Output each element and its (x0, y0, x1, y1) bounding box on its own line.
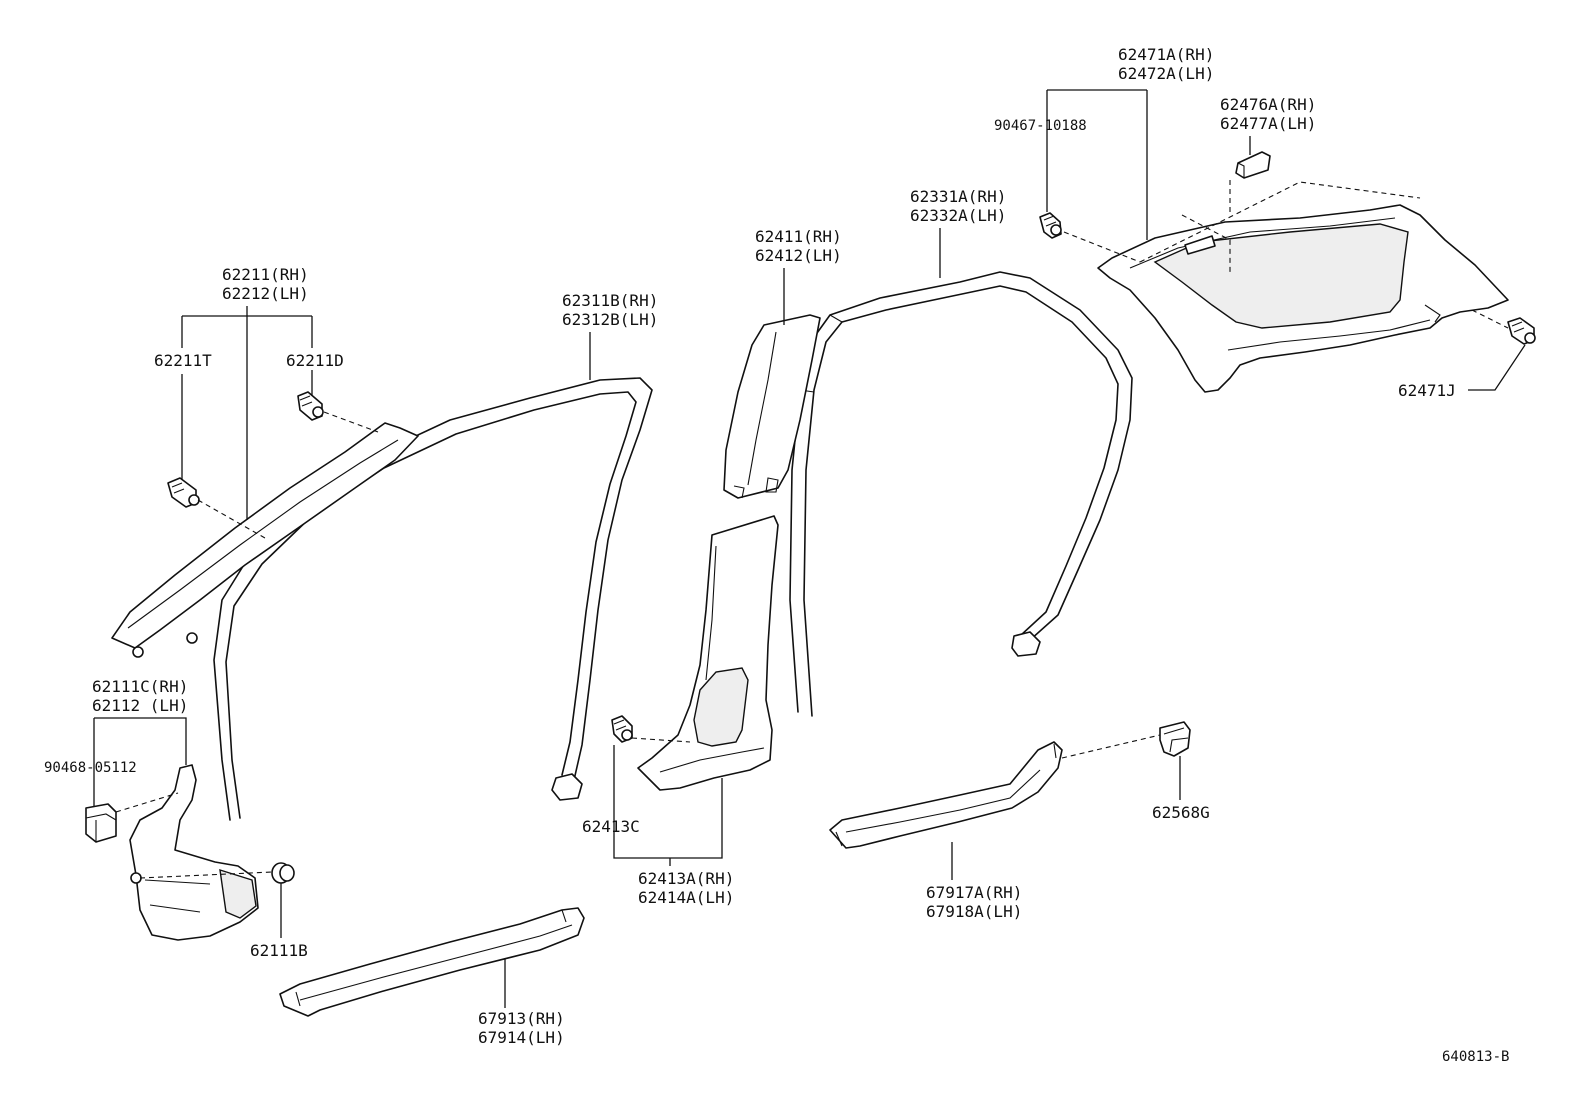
callout-62471J-line1: 62471J (1398, 381, 1456, 400)
callout-62311B-line2: 62312B(LH) (562, 310, 658, 329)
callout-62211D: 62211D (286, 351, 344, 370)
callout-90468-line1: 90468-05112 (44, 760, 137, 776)
clip-62568G (1159, 721, 1191, 757)
callout-62568G-line1: 62568G (1152, 803, 1210, 822)
callout-62413A-line2: 62414A(LH) (638, 888, 734, 907)
callout-62471A-line1: 62471A(RH) (1118, 45, 1214, 64)
rear-door-opening-weatherstrip (789, 271, 1133, 717)
callout-62211-line2: 62212(LH) (222, 284, 309, 303)
callout-62413A-line1: 62413A(RH) (638, 869, 734, 888)
callout-67913-line2: 67914(LH) (478, 1028, 565, 1047)
callout-62471A: 62471A(RH) 62472A(LH) (1118, 45, 1214, 83)
callout-62413C: 62413C (582, 817, 640, 836)
callout-62411-line2: 62412(LH) (755, 246, 842, 265)
callout-62411-line1: 62411(RH) (755, 227, 842, 246)
leader-62413A (613, 745, 723, 866)
clip-62211D (297, 391, 324, 421)
callout-62476A-line1: 62476A(RH) (1220, 95, 1316, 114)
callout-67917A-line2: 67918A(LH) (926, 902, 1022, 921)
leader-62471J (1468, 344, 1526, 391)
callout-62411: 62411(RH) 62412(LH) (755, 227, 842, 265)
clip-62111B (271, 862, 295, 884)
callout-67913: 67913(RH) 67914(LH) (478, 1009, 565, 1047)
callout-67913-line1: 67913(RH) (478, 1009, 565, 1028)
callout-62111C-line1: 62111C(RH) (92, 677, 188, 696)
callout-62331A: 62331A(RH) 62332A(LH) (910, 187, 1006, 225)
callout-90467-line1: 90467-10188 (994, 118, 1087, 134)
callout-62331A-line1: 62331A(RH) (910, 187, 1006, 206)
cowl-side-trim (129, 764, 259, 941)
callout-62111C: 62111C(RH) 62112 (LH) (92, 677, 188, 715)
callout-62111C-line2: 62112 (LH) (92, 696, 188, 715)
assembly-guide-lines (115, 180, 1509, 879)
callout-90467-10188: 90467-10188 (994, 118, 1087, 134)
callout-90468-05112: 90468-05112 (44, 760, 137, 776)
callout-62211-line1: 62211(RH) (222, 265, 309, 284)
leader-62211 (181, 306, 313, 520)
callout-62568G: 62568G (1152, 803, 1210, 822)
callout-62471A-line2: 62472A(LH) (1118, 64, 1214, 83)
clip-62476A (1235, 151, 1271, 179)
drawing-code: 640813-B (1442, 1049, 1509, 1065)
front-pillar-garnish (111, 422, 419, 658)
callout-67917A: 67917A(RH) 67918A(LH) (926, 883, 1022, 921)
callout-62471J: 62471J (1398, 381, 1456, 400)
rear-door-scuff-plate (829, 741, 1063, 849)
leader-62111C (93, 717, 187, 806)
callout-67917A-line1: 67917A(RH) (926, 883, 1022, 902)
roof-side-inner-trim-panel (1097, 204, 1509, 393)
front-door-opening-weatherstrip (213, 377, 653, 821)
callout-62111B-line1: 62111B (250, 941, 308, 960)
clip-90468-05112 (85, 803, 117, 843)
callout-62413C-line1: 62413C (582, 817, 640, 836)
clip-62211T (167, 477, 200, 508)
clip-90467-10188 (1039, 212, 1062, 239)
callout-62476A-line2: 62477A(LH) (1220, 114, 1316, 133)
callout-62111B: 62111B (250, 941, 308, 960)
lower-center-pillar-garnish (637, 515, 779, 791)
callout-62311B: 62311B(RH) 62312B(LH) (562, 291, 658, 329)
callout-62211T-line1: 62211T (154, 351, 212, 370)
callout-62211: 62211(RH) 62212(LH) (222, 265, 309, 303)
leader-62471A (1046, 89, 1148, 240)
callout-62211D-line1: 62211D (286, 351, 344, 370)
callout-62476A: 62476A(RH) 62477A(LH) (1220, 95, 1316, 133)
clip-62471J (1507, 317, 1536, 345)
callout-62311B-line1: 62311B(RH) (562, 291, 658, 310)
callout-62413A: 62413A(RH) 62414A(LH) (638, 869, 734, 907)
callout-62331A-line2: 62332A(LH) (910, 206, 1006, 225)
clip-62413C (611, 715, 633, 743)
front-door-scuff-plate (279, 907, 585, 1017)
callout-62211T: 62211T (154, 351, 212, 370)
upper-center-pillar-garnish (723, 314, 821, 499)
